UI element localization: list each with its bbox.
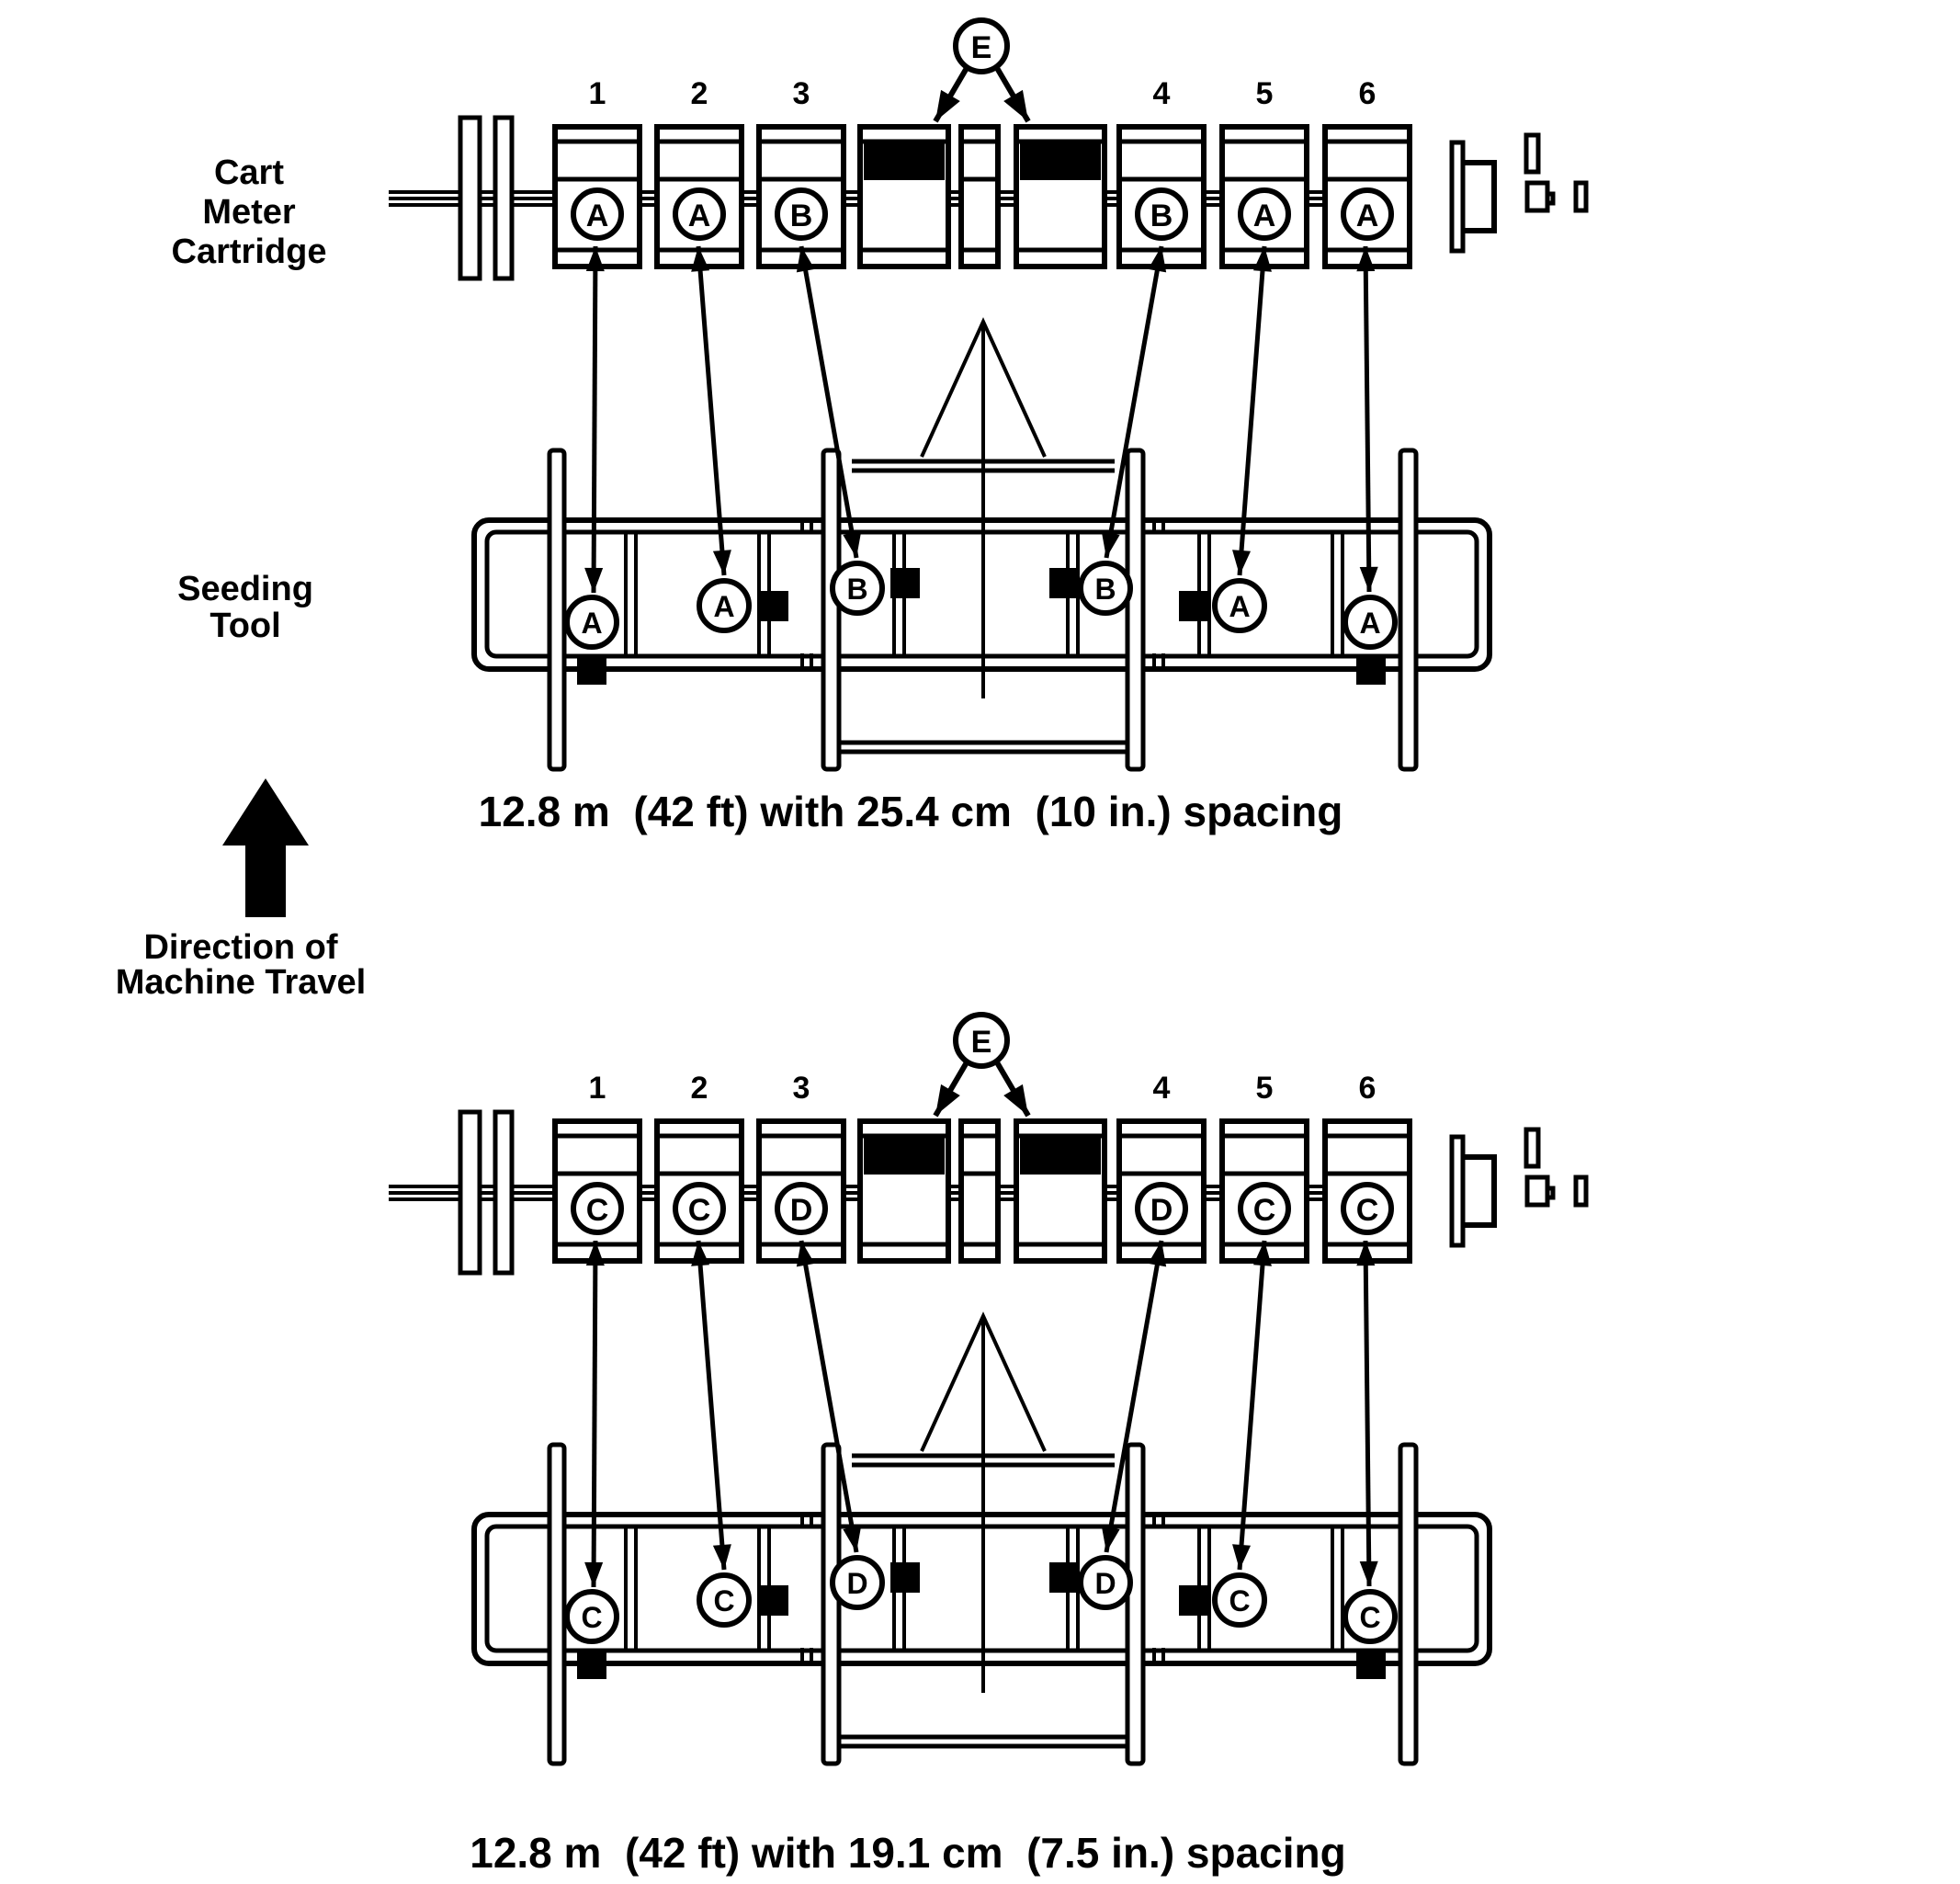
bottom-spacing-caption: 12.8 m (42 ft) with 19.1 cm (7.5 in.) sp… [470, 1829, 1346, 1877]
opener-letter: A [1359, 607, 1380, 640]
direction-of-travel: Direction of Machine Travel [116, 778, 366, 1002]
cartridge-letter: B [790, 199, 813, 233]
opener-letter: D [1094, 1567, 1116, 1600]
cart-meter-cartridge-line1: Cart [214, 153, 284, 192]
cartridge-letter: A [688, 199, 711, 233]
cartridge-letter: A [586, 199, 609, 233]
opener-letter: A [713, 590, 734, 623]
top-diagram-text: 1 2 3 4 5 6 E A A B B A A A A B B A A 12… [479, 30, 1381, 835]
bottom-machine-drawing [389, 1015, 1586, 1764]
section-number: 4 [1153, 76, 1171, 111]
hose-callout-label: E [971, 30, 992, 65]
opener-letter: C [1229, 1584, 1250, 1617]
cartridge-letter: C [688, 1193, 711, 1228]
seeding-tool-line1: Seeding [177, 570, 313, 608]
hose-callout-label: E [971, 1025, 992, 1060]
seeding-tool-label: Seeding Tool [177, 570, 313, 645]
section-number: 3 [793, 76, 810, 111]
top-machine-drawing [389, 20, 1586, 769]
cartridge-letter: B [1150, 199, 1173, 233]
section-number: 5 [1256, 1071, 1274, 1106]
opener-letter: C [1359, 1601, 1380, 1634]
direction-line2: Machine Travel [116, 963, 366, 1002]
section-number: 6 [1359, 1071, 1377, 1106]
opener-letter: D [846, 1567, 867, 1600]
cartridge-letter: A [1253, 199, 1276, 233]
section-number: 5 [1256, 76, 1274, 111]
cart-meter-cartridge-line3: Cartridge [172, 233, 327, 271]
opener-letter: A [581, 607, 602, 640]
cart-meter-cartridge-label: Cart Meter Cartridge [172, 153, 327, 271]
top-spacing-caption: 12.8 m (42 ft) with 25.4 cm (10 in.) spa… [479, 788, 1343, 835]
section-number: 2 [691, 1071, 708, 1106]
opener-letter: B [846, 573, 867, 606]
section-number: 6 [1359, 76, 1377, 111]
direction-arrow-icon [222, 778, 309, 917]
opener-letter: B [1094, 573, 1116, 606]
cartridge-letter: C [1253, 1193, 1276, 1228]
section-number: 2 [691, 76, 708, 111]
opener-letter: C [713, 1584, 734, 1617]
cartridge-letter: A [1356, 199, 1379, 233]
opener-letter: C [581, 1601, 602, 1634]
cartridge-letter: C [1356, 1193, 1379, 1228]
section-number: 1 [589, 76, 606, 111]
cartridge-letter: D [1150, 1193, 1173, 1228]
section-number: 3 [793, 1071, 810, 1106]
opener-letter: A [1229, 590, 1250, 623]
section-number: 1 [589, 1071, 606, 1106]
seeding-tool-line2: Tool [210, 607, 280, 645]
bottom-diagram-text: 1 2 3 4 5 6 E C C D D C C C C D D C C 12… [470, 1025, 1380, 1877]
section-number: 4 [1153, 1071, 1171, 1106]
cartridge-letter: D [790, 1193, 813, 1228]
cartridge-letter: C [586, 1193, 609, 1228]
cart-meter-cartridge-line2: Meter [202, 193, 296, 232]
direction-line1: Direction of [143, 928, 337, 967]
